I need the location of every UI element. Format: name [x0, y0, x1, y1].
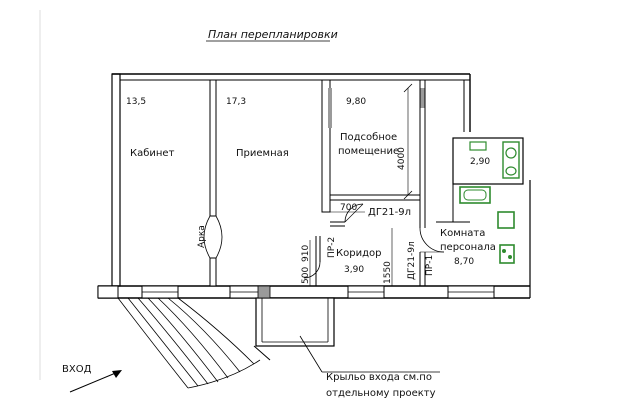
cabinet-icon — [497, 211, 515, 229]
dim-910-label: 910 — [301, 245, 311, 262]
koridor-name: Коридор — [336, 248, 381, 259]
door-swings — [303, 203, 445, 279]
arch-left-curve — [203, 215, 211, 259]
priemnaya-name: Приемная — [236, 148, 289, 159]
koridor-area: 3,90 — [344, 265, 364, 275]
sink-icon — [469, 141, 487, 151]
stove-icon — [499, 244, 515, 264]
dim-700-label: 700 — [340, 203, 357, 213]
note-line2: отдельному проекту — [326, 388, 436, 399]
dim-1550-label: 1550 — [383, 261, 393, 284]
plan-title: План перепланировки — [208, 28, 338, 41]
note-line1: Крыльо входа см.по — [326, 372, 432, 383]
door-dg-top-label: ДГ21-9л — [368, 207, 411, 218]
podsobnoe-area: 9,80 — [346, 97, 366, 107]
personal-name-line1: Комната — [440, 228, 485, 239]
personal-area: 8,70 — [454, 257, 474, 267]
washbasin-icon — [505, 147, 517, 159]
dimension-lines — [299, 83, 440, 373]
dim-4000-label: 4000 — [397, 147, 407, 170]
personal-name-line2: персонала — [440, 242, 496, 253]
door-pr1-label: ПР-1 — [425, 255, 435, 276]
toilet-icon — [505, 166, 517, 176]
door-pr2-label: ПР-2 — [327, 237, 337, 258]
arch-label: Арка — [197, 225, 207, 248]
kabinet-name: Кабинет — [130, 148, 175, 159]
kabinet-area: 13,5 — [126, 97, 146, 107]
dim-500-label: 500 — [301, 267, 311, 284]
shower-icon — [502, 141, 520, 179]
arrow-head-icon — [112, 370, 122, 378]
priemnaya-area: 17,3 — [226, 97, 246, 107]
podsobnoe-name-line2: помещение — [338, 146, 399, 157]
arch-right-curve — [215, 215, 223, 259]
porch — [97, 285, 335, 389]
bathroom-area: 2,90 — [470, 157, 490, 167]
entrance-label: ВХОД — [62, 364, 92, 375]
interior-walls — [209, 79, 524, 287]
bathtub-icon — [459, 186, 491, 204]
bathroom-fixtures — [459, 141, 520, 264]
door-dg-vert-label: ДГ21-9л — [407, 241, 417, 280]
entrance-arrow — [69, 370, 122, 393]
podsobnoe-name-line1: Подсобное — [340, 132, 397, 143]
windows-bottom — [141, 285, 495, 299]
